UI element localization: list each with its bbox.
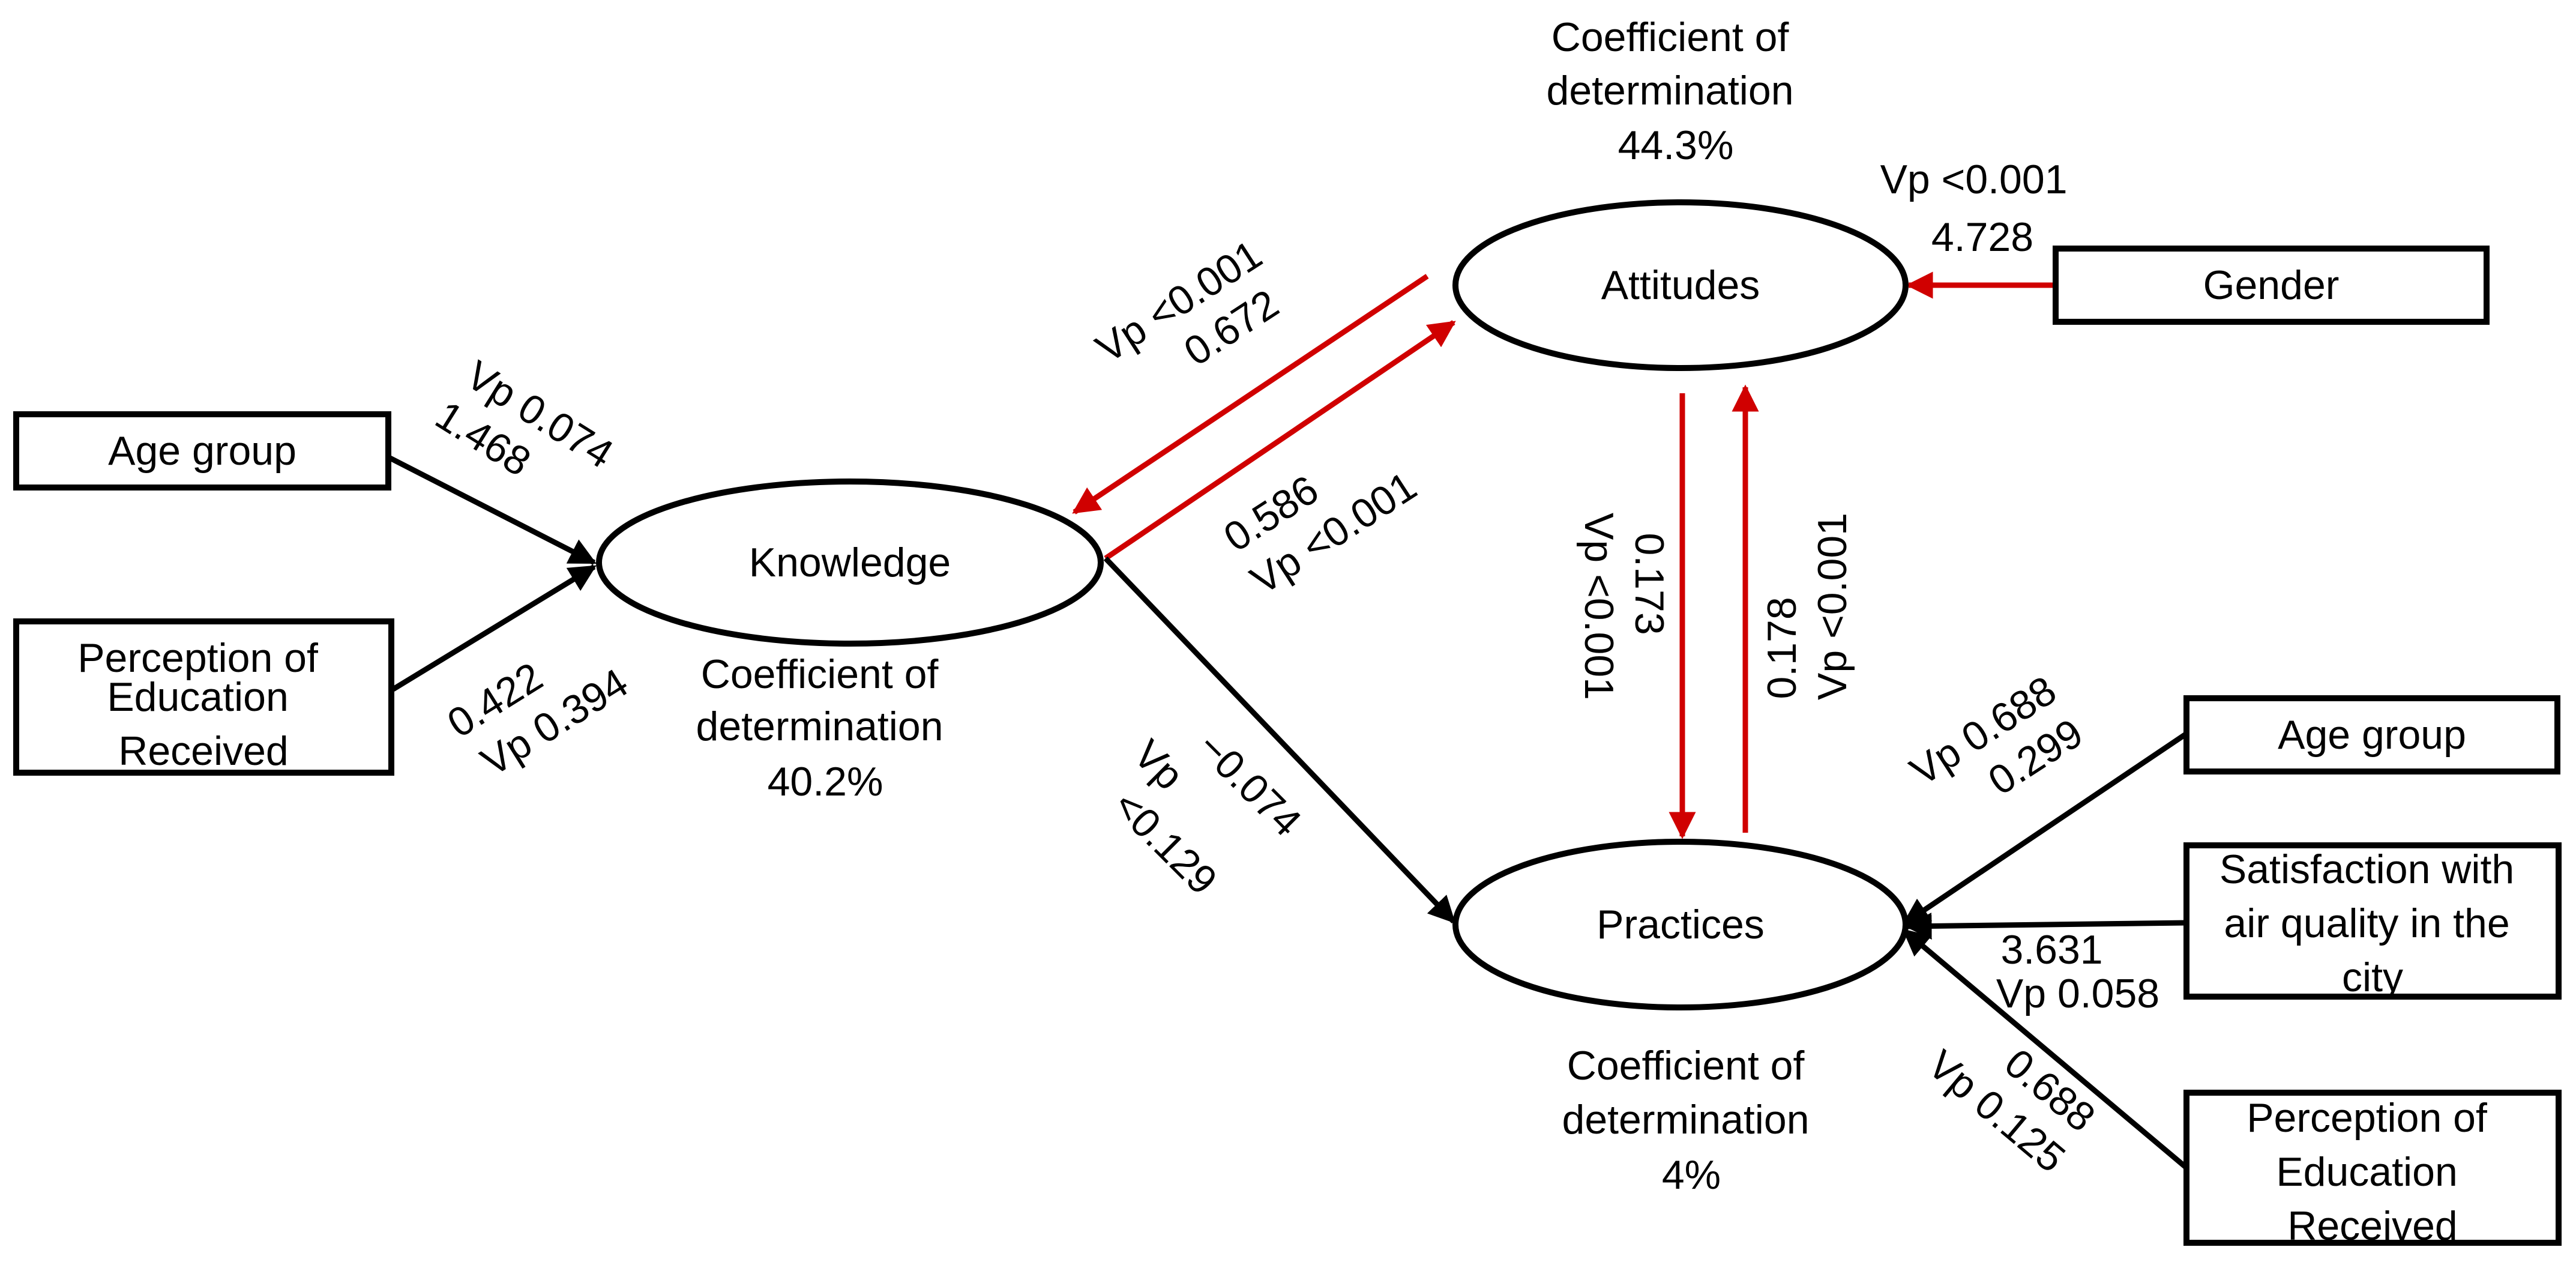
- label-satisfaction-to-practices: 3.631 Vp 0.058: [1996, 927, 2159, 1016]
- label-gender-to-attitudes: Vp <0.001 4.728: [1880, 157, 2079, 260]
- label-perception-to-practices: 0.688 Vp 0.125: [1919, 1003, 2113, 1186]
- edge-age-to-practices: [1902, 731, 2188, 926]
- node-perception-right-label: Perception of Education Received: [2246, 1081, 2499, 1249]
- label-satisfaction-to-practices-line-2: Vp 0.058: [1996, 971, 2159, 1016]
- node-age-group-right: Age group: [2183, 695, 2560, 774]
- r2-attitudes-line-1: Coefficient of: [1551, 14, 1789, 60]
- label-knowledge-to-practices-line-1: −0.074: [1189, 723, 1310, 845]
- edge-perception-to-practices: [1902, 928, 2188, 1170]
- r2-knowledge: Coefficient of determination 40.2%: [696, 638, 955, 805]
- label-knowledge-to-attitudes-text: 0.586 Vp <0.001: [1215, 421, 1425, 603]
- label-age-to-knowledge-text: Vp 0.074 1.468: [428, 349, 631, 526]
- node-age-group-left-label: Age group: [108, 428, 296, 474]
- edge-attitudes-to-knowledge: [1072, 274, 1429, 515]
- label-knowledge-to-practices-line-3: <0.129: [1104, 782, 1226, 904]
- label-attitudes-to-practices-line-1: 0.173: [1627, 533, 1672, 635]
- label-knowledge-to-practices-text: −0.074 Vp <0.129: [1089, 695, 1318, 924]
- edge-satisfaction-to-practices: [1904, 912, 2187, 940]
- node-perception-left: Perception of Education Received: [13, 618, 394, 776]
- label-age-to-knowledge: Vp 0.074 1.468: [428, 349, 631, 526]
- label-attitudes-to-knowledge: Vp <0.001 0.672: [1088, 225, 1307, 414]
- label-practices-to-attitudes-text: 0.178 Vp <0.001: [1759, 513, 1855, 700]
- label-satisfaction-to-practices-line-1: 3.631: [2000, 927, 2102, 973]
- r2-practices-line-1: Coefficient of: [1567, 1043, 1805, 1088]
- node-perception-right: Perception of Education Received: [2183, 1081, 2562, 1249]
- node-gender-label: Gender: [2203, 262, 2340, 308]
- label-practices-to-attitudes: 0.178 Vp <0.001: [1759, 513, 1855, 700]
- r2-attitudes: Coefficient of determination 44.3%: [1547, 1, 1805, 168]
- label-attitudes-to-practices: 0.173 Vp <0.001: [1576, 513, 1672, 700]
- r2-knowledge-line-2: determination: [696, 704, 943, 749]
- node-satisfaction-line-2: air quality in the: [2224, 901, 2509, 946]
- r2-knowledge-line-1: Coefficient of: [701, 651, 939, 697]
- node-age-group-left: Age group: [13, 411, 391, 491]
- node-satisfaction-line-1: Satisfaction with: [2219, 847, 2514, 892]
- label-practices-to-attitudes-line-1: 0.178: [1759, 597, 1805, 699]
- label-gender-to-attitudes-line-2: 4.728: [1931, 214, 2033, 260]
- node-perception-left-line-3: Received: [118, 728, 289, 774]
- r2-attitudes-line-2: determination: [1547, 68, 1794, 113]
- node-attitudes-label: Attitudes: [1601, 262, 1760, 308]
- node-gender: Gender: [2053, 246, 2490, 325]
- node-satisfaction: Satisfaction with air quality in the cit…: [2183, 833, 2562, 1000]
- node-perception-left-line-1: Perception of: [77, 635, 318, 681]
- node-perception-right-line-3: Received: [2287, 1203, 2458, 1249]
- node-attitudes: Attitudes: [1452, 199, 1909, 371]
- node-perception-left-label: Perception of Education Received: [77, 621, 330, 774]
- edge-age-to-knowledge: [387, 454, 597, 566]
- r2-knowledge-line-3: 40.2%: [768, 759, 883, 805]
- node-perception-right-line-2: Education: [2276, 1149, 2457, 1195]
- node-perception-right-line-1: Perception of: [2246, 1095, 2487, 1141]
- edge-knowledge-to-attitudes: [1104, 320, 1456, 561]
- edge-perception-to-knowledge: [391, 564, 597, 692]
- label-knowledge-to-attitudes: 0.586 Vp <0.001: [1215, 421, 1425, 603]
- node-age-group-right-label: Age group: [2278, 712, 2466, 758]
- r2-practices-line-3: 4%: [1662, 1152, 1721, 1198]
- label-attitudes-to-knowledge-text: Vp <0.001 0.672: [1088, 225, 1307, 414]
- node-perception-left-line-2: Education: [107, 674, 288, 720]
- label-perception-to-practices-text: 0.688 Vp 0.125: [1919, 1003, 2113, 1186]
- r2-attitudes-line-3: 44.3%: [1618, 122, 1734, 168]
- r2-practices: Coefficient of determination 4%: [1562, 1029, 1821, 1198]
- label-knowledge-to-practices: −0.074 Vp <0.129: [1089, 695, 1318, 924]
- r2-practices-line-2: determination: [1562, 1097, 1810, 1143]
- label-attitudes-to-practices-line-2: Vp <0.001: [1576, 513, 1622, 700]
- label-practices-to-attitudes-line-2: Vp <0.001: [1810, 513, 1855, 700]
- node-knowledge-label: Knowledge: [749, 540, 951, 585]
- node-practices: Practices: [1452, 839, 1909, 1010]
- label-attitudes-to-practices-text: 0.173 Vp <0.001: [1576, 513, 1672, 700]
- label-gender-to-attitudes-line-1: Vp <0.001: [1880, 157, 2068, 202]
- edge-knowledge-to-practices: [1103, 556, 1456, 924]
- node-practices-label: Practices: [1596, 902, 1765, 947]
- node-satisfaction-label: Satisfaction with air quality in the cit…: [2219, 833, 2526, 1000]
- node-satisfaction-line-3: city: [2342, 955, 2403, 1000]
- node-knowledge: Knowledge: [596, 479, 1104, 647]
